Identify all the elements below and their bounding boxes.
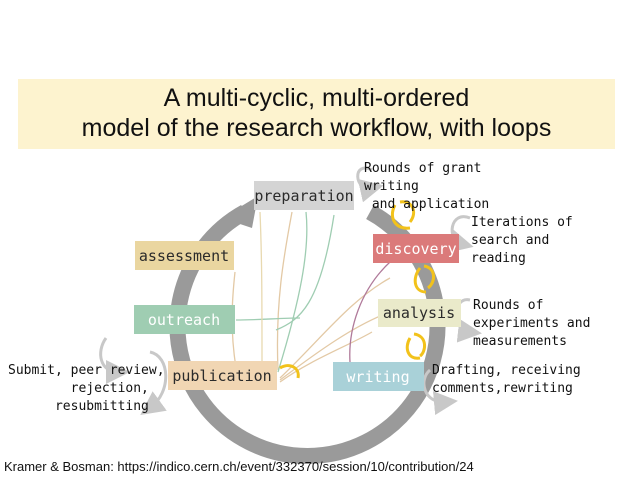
svg-text:analysis: analysis [383,304,455,322]
loop-discovery-analysis [413,264,435,294]
note-peer-review: Submit, peer review, rejection, resubmit… [8,363,165,414]
diagram-title-line-1: A multi-cyclic, multi-ordered [163,84,470,112]
grey-loop-review [99,337,130,384]
svg-text:outreach: outreach [148,311,220,329]
svg-text:discovery: discovery [375,240,456,258]
svg-text:publication: publication [172,367,271,385]
node-assessment: assessment [135,241,234,270]
svg-text:writing: writing [346,368,409,386]
main-cycle-arc [169,204,446,464]
node-discovery: discovery [373,234,459,263]
connection-lines [231,211,391,383]
title-band: A multi-cyclic, multi-ordered model of t… [18,79,615,149]
note-grant-writing: Rounds of grant writing and application [364,161,490,212]
note-experiments: Rounds of experiments and measurements [473,298,591,349]
svg-text:preparation: preparation [254,187,353,205]
grey-loop-review-lower [140,350,168,416]
loop-writing-publication [279,364,300,379]
loop-analysis-writing [405,332,426,360]
main-cycle-arrowhead [222,196,258,228]
node-outreach: outreach [134,305,235,334]
svg-text:assessment: assessment [139,247,229,265]
citation-footer: Kramer & Bosman: https://indico.cern.ch/… [4,459,474,474]
node-writing: writing [333,362,424,391]
note-drafting: Drafting, receiving comments,rewriting [432,363,581,396]
grey-loop-grant [356,166,384,203]
note-search-reading: Iterations of search and reading [471,215,573,266]
yellow-loops [279,200,435,379]
grey-loop-drafting [422,368,458,416]
node-preparation: preparation [254,181,354,210]
diagram-title-line-2: model of the research workflow, with loo… [81,114,552,142]
node-analysis: analysis [378,299,461,327]
loop-preparation-discovery [390,200,416,230]
node-publication: publication [168,361,277,390]
